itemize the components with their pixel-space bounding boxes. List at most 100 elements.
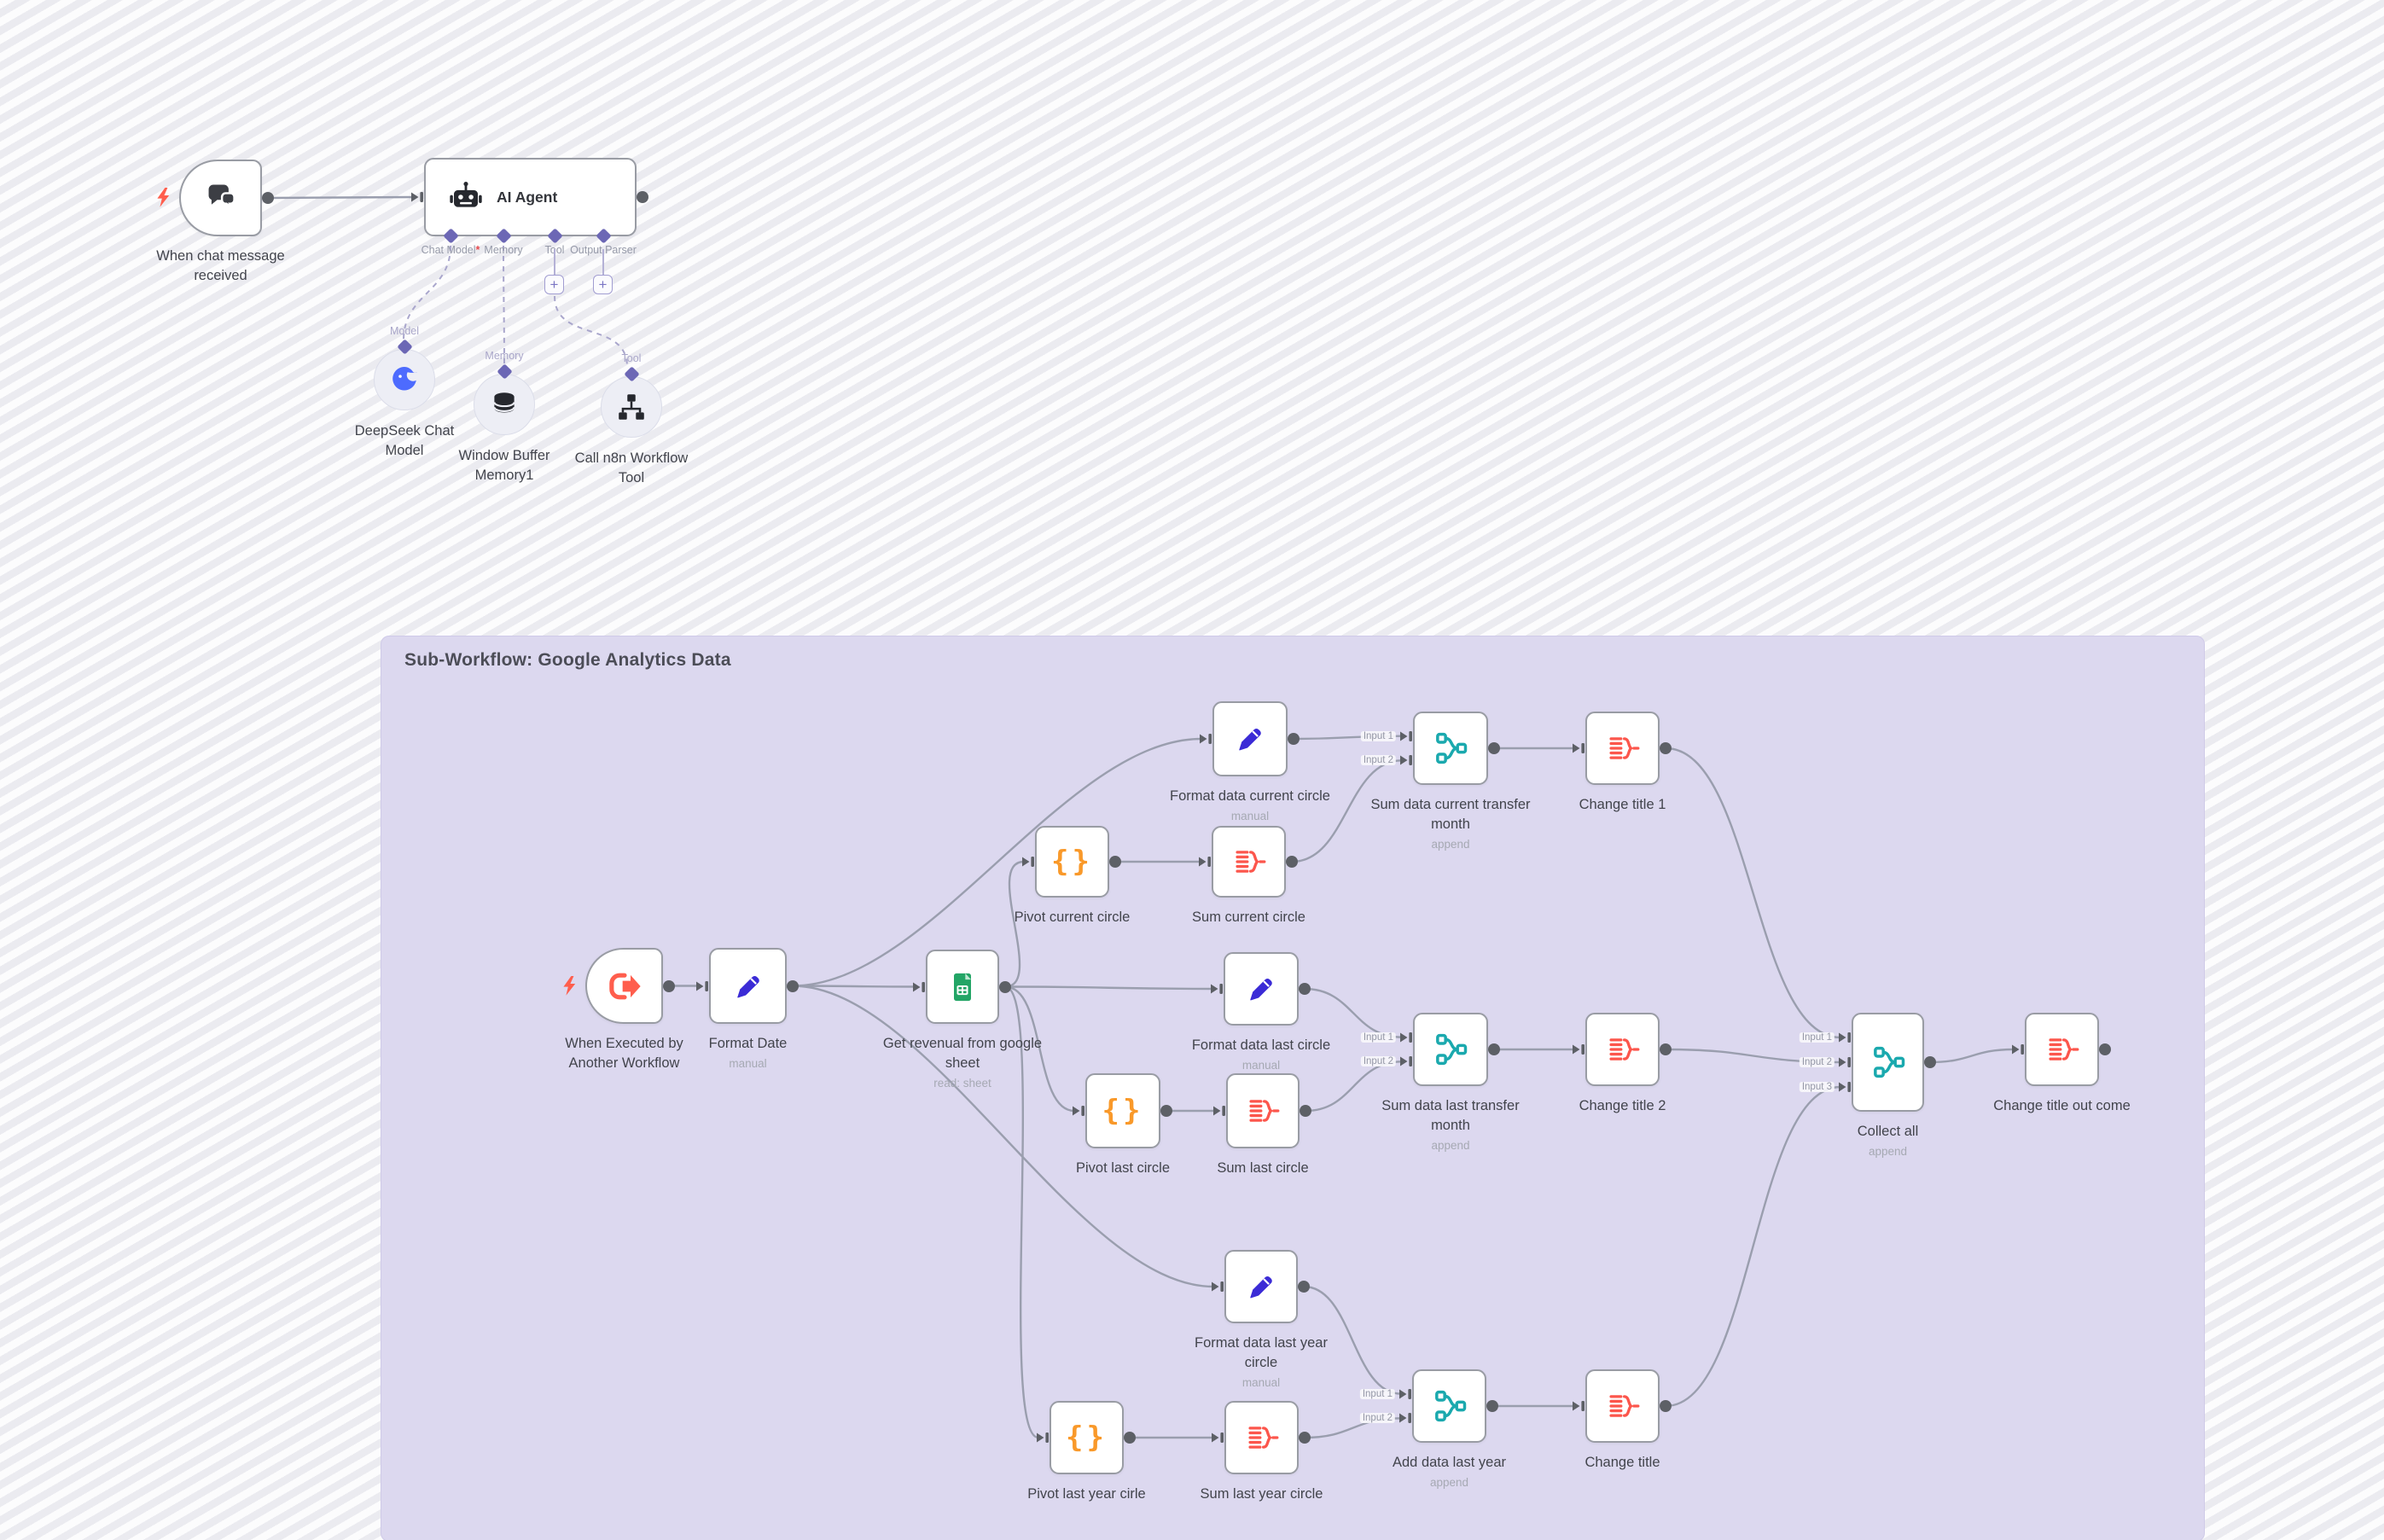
node-operation-label: manual <box>1230 809 1270 822</box>
node-fmt-last-year[interactable] <box>1224 1250 1298 1323</box>
node-change-title-2[interactable] <box>1585 1013 1660 1086</box>
node-merge-last[interactable] <box>1413 1013 1488 1086</box>
node-fmt-current[interactable] <box>1212 701 1288 776</box>
output-port[interactable] <box>1300 1105 1311 1117</box>
node-operation-label: read: sheet <box>933 1076 991 1090</box>
node-merge-current[interactable] <box>1413 712 1488 785</box>
database-icon <box>493 392 515 413</box>
connection-wire[interactable] <box>403 245 451 341</box>
output-port[interactable] <box>1298 1281 1310 1293</box>
output-port[interactable] <box>1488 1043 1500 1055</box>
output-port[interactable] <box>1286 856 1298 868</box>
port-label: Tool <box>621 352 642 364</box>
node-label: Sum current circle <box>1192 909 1305 925</box>
connection-wire[interactable] <box>503 245 505 367</box>
output-port[interactable] <box>787 979 799 992</box>
node-fmt-last[interactable] <box>1224 952 1299 1026</box>
connection-wire[interactable] <box>1004 985 1039 1439</box>
node-label: When chat message received <box>156 248 285 283</box>
node-chat-trigger[interactable] <box>179 160 262 236</box>
node-operation-label: append <box>1429 1475 1469 1489</box>
node-change-title-outcome[interactable] <box>2025 1013 2099 1086</box>
node-wftool[interactable] <box>601 376 662 438</box>
input-arrow-icon <box>1400 1032 1412 1043</box>
node-sum-last-year[interactable] <box>1224 1401 1299 1474</box>
connection-wire[interactable] <box>267 195 414 200</box>
input-port <box>1211 1432 1224 1444</box>
node-merge-last-year[interactable] <box>1412 1369 1486 1443</box>
node-label: Change title out come <box>1993 1098 2131 1113</box>
input-port-label: Input 1 <box>1360 1032 1396 1043</box>
node-change-title-1[interactable] <box>1585 712 1660 785</box>
node-sum-last[interactable] <box>1226 1073 1300 1148</box>
node-pivot-last[interactable]: {} <box>1085 1073 1160 1148</box>
aggregate-icon <box>1249 1100 1280 1122</box>
connection-wire[interactable] <box>554 295 628 368</box>
input-arrow-icon <box>1400 730 1412 741</box>
node-operation-label: manual <box>1241 1058 1281 1072</box>
output-port[interactable] <box>1660 1400 1672 1412</box>
node-pivot-current[interactable]: {} <box>1035 826 1109 898</box>
input-arrow-icon <box>1573 1044 1584 1055</box>
input-arrow-icon <box>1037 1432 1049 1443</box>
connection-wire[interactable] <box>792 985 1214 1288</box>
input-port <box>410 191 424 203</box>
output-port[interactable] <box>1299 1432 1311 1444</box>
connection-wire[interactable] <box>1004 860 1025 988</box>
execute-workflow-icon <box>608 973 641 999</box>
output-port[interactable] <box>1124 1432 1136 1444</box>
output-port[interactable] <box>637 191 648 203</box>
connection-wire[interactable] <box>792 985 916 988</box>
connection-wire[interactable] <box>1004 985 1075 1113</box>
input-port <box>1211 1281 1224 1293</box>
node-pivot-last-year[interactable]: {} <box>1050 1401 1124 1474</box>
node-when-exec[interactable] <box>585 948 663 1024</box>
output-port[interactable] <box>262 192 274 204</box>
node-format-date[interactable] <box>709 948 787 1024</box>
connection-wire[interactable] <box>1304 987 1403 1038</box>
node-ai-agent[interactable]: AI Agent <box>424 158 637 236</box>
input-arrow-icon <box>1399 1413 1411 1424</box>
node-change-title[interactable] <box>1585 1369 1660 1443</box>
code-braces-icon: {} <box>1102 1094 1144 1128</box>
output-port[interactable] <box>1486 1400 1498 1412</box>
input-port <box>1399 1055 1413 1067</box>
node-deepseek[interactable] <box>374 349 435 410</box>
output-port[interactable] <box>1160 1105 1172 1117</box>
output-port[interactable] <box>2099 1043 2111 1055</box>
node-sheet[interactable] <box>926 950 999 1024</box>
connection-wire[interactable] <box>1665 747 1841 1039</box>
input-port-label: Input 2 <box>1359 1413 1395 1424</box>
output-port[interactable] <box>1288 733 1300 745</box>
node-sum-current[interactable] <box>1212 826 1286 898</box>
node-memory[interactable] <box>474 374 535 435</box>
input-arrow-icon <box>1213 1106 1225 1116</box>
input-port <box>1572 1400 1585 1412</box>
connection-wire[interactable] <box>1929 1048 2015 1064</box>
output-port[interactable] <box>1299 983 1311 995</box>
connection-wire[interactable] <box>1004 985 1213 991</box>
pencil-icon <box>1250 1276 1272 1299</box>
output-port[interactable] <box>1488 742 1500 754</box>
input-port <box>1036 1432 1050 1444</box>
input-port <box>1838 1056 1852 1068</box>
node-collect-all[interactable] <box>1852 1013 1924 1112</box>
add-node-button[interactable]: + <box>544 275 564 294</box>
input-port-label: Input 2 <box>1360 1056 1396 1067</box>
output-port[interactable] <box>999 980 1011 993</box>
connection-wire[interactable] <box>1665 1085 1841 1408</box>
add-node-button[interactable]: + <box>593 275 613 294</box>
output-port[interactable] <box>663 979 675 992</box>
input-port-label: Input 1 <box>1359 1388 1395 1399</box>
output-port[interactable] <box>1109 856 1121 868</box>
output-port[interactable] <box>1924 1056 1936 1068</box>
node-label: Sum last circle <box>1217 1160 1309 1176</box>
input-arrow-icon <box>1400 755 1412 766</box>
output-port[interactable] <box>1660 742 1672 754</box>
connection-wire[interactable] <box>792 737 1202 987</box>
output-port[interactable] <box>1660 1043 1672 1055</box>
